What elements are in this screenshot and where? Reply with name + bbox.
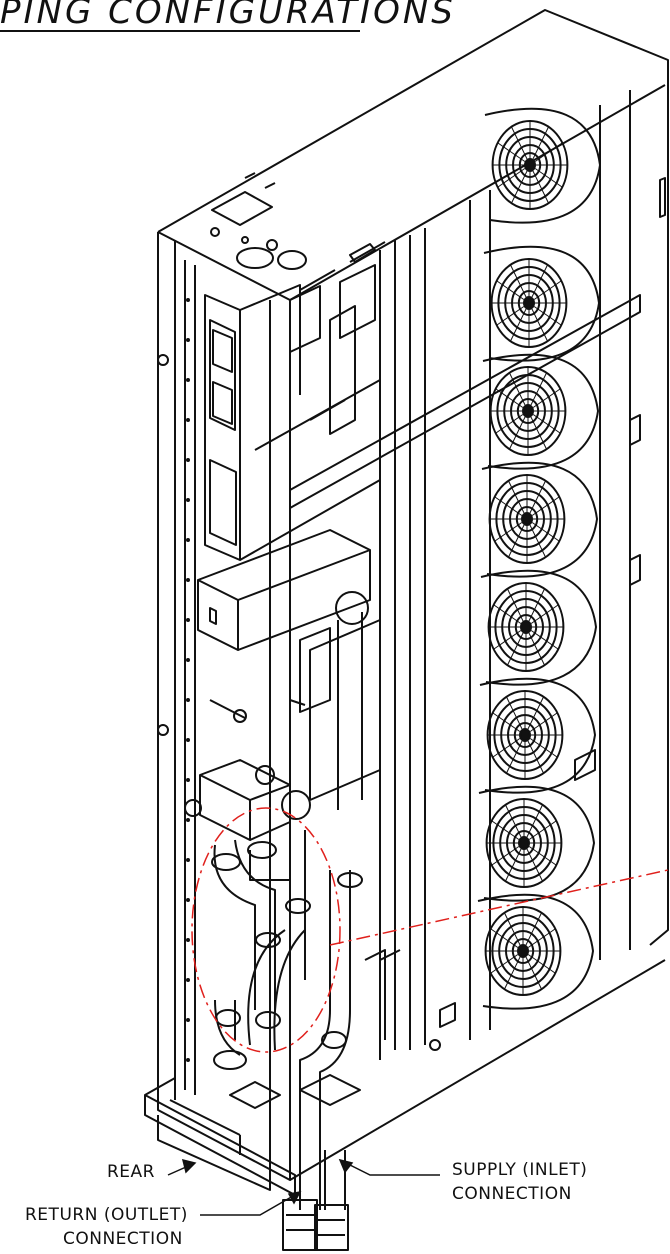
fan-stack (477, 107, 601, 1010)
return-label-line2: CONNECTION (63, 1229, 183, 1249)
piping (213, 830, 401, 1251)
leader-lines (167, 1158, 440, 1216)
rear-rail-holes (186, 298, 190, 1062)
fan-3 (482, 353, 599, 470)
top-plate (210, 172, 386, 291)
fan-8 (477, 893, 594, 1010)
rear-label: REAR (107, 1162, 155, 1182)
page-title: PING CONFIGURATIONS (0, 0, 456, 32)
side-details (157, 177, 666, 1051)
return-label-line1: RETURN (OUTLET) (25, 1205, 188, 1225)
detail-callout (191, 807, 669, 1053)
fan-2 (483, 245, 600, 362)
electrical-box (204, 264, 381, 561)
fan-1 (484, 107, 601, 224)
fan-4 (481, 461, 598, 578)
pump-assembly (209, 591, 381, 810)
cabinet-frame (144, 9, 669, 1196)
title-underline (0, 30, 360, 32)
fan-6 (479, 677, 596, 794)
floor-stand (157, 1074, 361, 1191)
control-box (197, 529, 371, 651)
pipe-fittings (211, 841, 363, 1070)
fan-5 (480, 569, 597, 686)
supply-label-line2: CONNECTION (452, 1184, 572, 1204)
fan-7 (478, 785, 595, 902)
inner-rails (184, 190, 491, 1095)
supply-label-line1: SUPPLY (INLET) (452, 1160, 588, 1180)
valve-body (184, 759, 311, 841)
